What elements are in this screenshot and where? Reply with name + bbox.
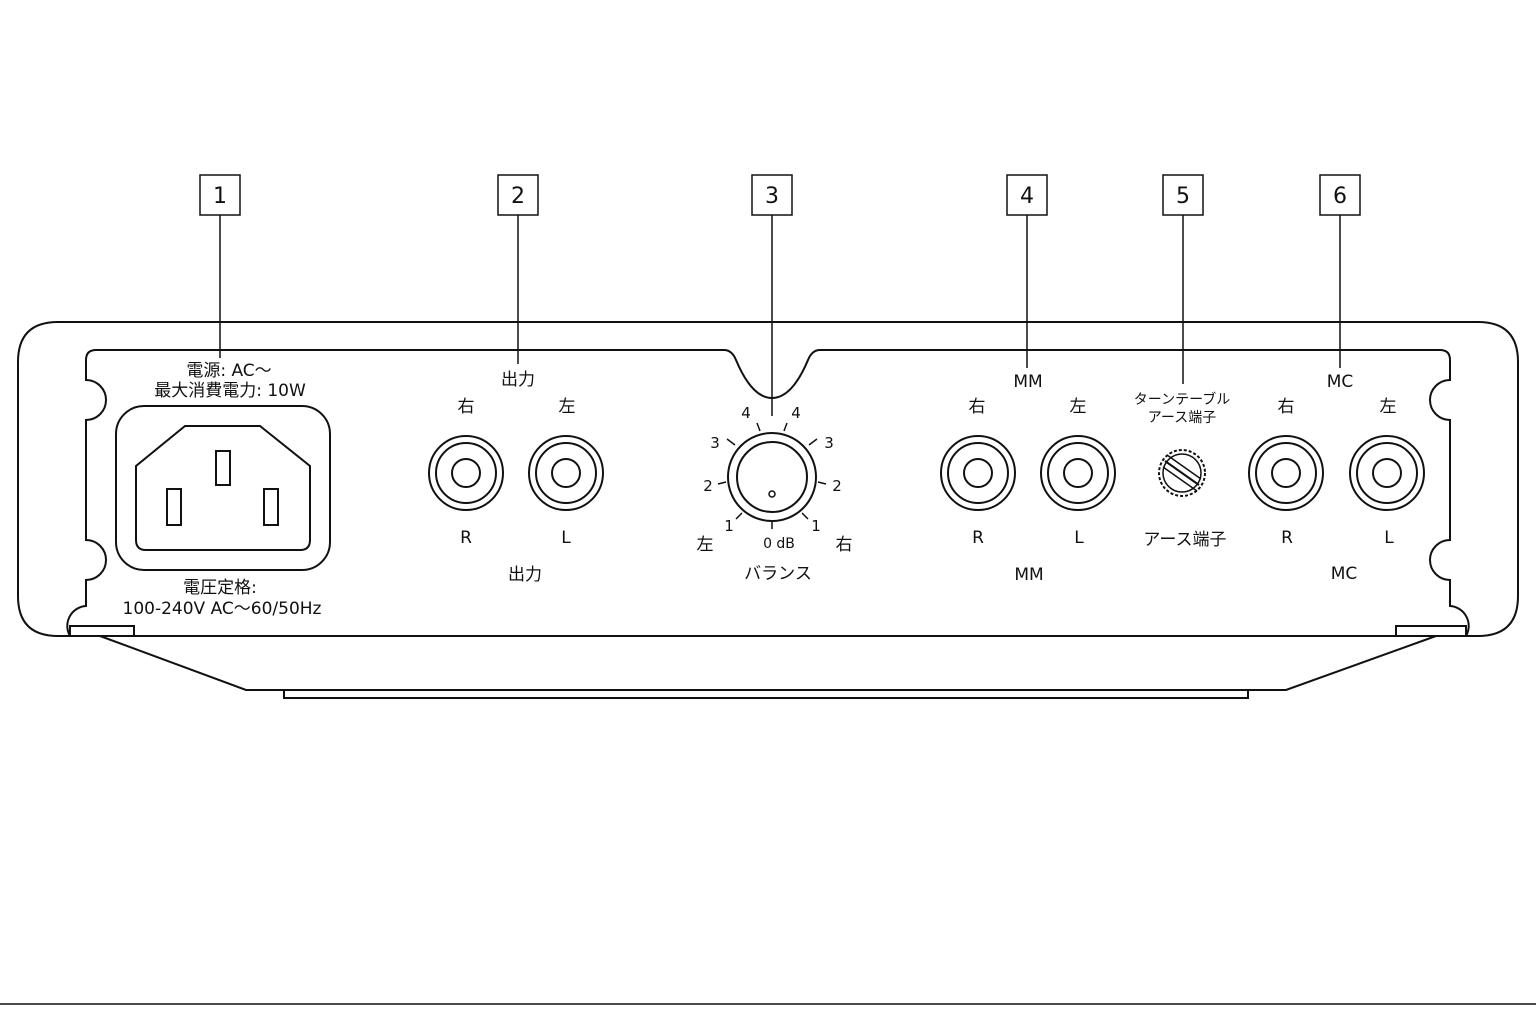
mc-title: MC [1327,372,1354,392]
base-strip [283,690,1249,699]
output-rca-right [428,435,504,511]
iec-pin-left [166,488,182,526]
callout-number: 1 [213,184,227,209]
output-l-label: L [561,528,571,548]
power-section: 電源: AC〜 最大消費電力: 10W 電圧定格: 100-240V AC〜60… [115,361,331,619]
power-label-line2: 最大消費電力: 10W [154,381,306,401]
balance-tick-right-4: 4 [791,404,801,422]
output-left-kanji: 左 [559,397,576,417]
voltage-label-line1: 電圧定格: [183,578,257,598]
base-plinth [99,635,1437,691]
callout-6: 6 [1319,174,1361,368]
balance-side-left: 左 [697,535,714,555]
mm-bottom-label: MM [1014,565,1043,585]
balance-tick-right-2: 2 [832,477,842,495]
callout-number: 5 [1176,184,1190,209]
output-section: 出力 右 左 R L 出力 [428,370,604,585]
mc-rca-right [1248,435,1324,511]
callout-number: 3 [765,184,779,209]
ground-bottom-label: アース端子 [1143,530,1226,550]
mc-l-label: L [1384,528,1394,548]
iec-pin-earth [215,450,231,486]
ground-screw-icon [1158,449,1206,497]
mm-rca-left [1040,435,1116,511]
output-right-kanji: 右 [458,397,475,417]
mm-l-label: L [1074,528,1084,548]
balance-knob [736,441,808,513]
right-foot [1395,625,1467,636]
balance-label: バランス [744,564,812,584]
mm-r-label: R [972,528,984,548]
mm-rca-right [940,435,1016,511]
callout-number: 6 [1333,184,1347,209]
output-bottom-label: 出力 [508,565,542,585]
mm-title: MM [1013,372,1042,392]
balance-tick-left-1: 1 [724,517,734,535]
mc-rca-left [1349,435,1425,511]
mc-bottom-label: MC [1331,564,1358,584]
balance-knob-indicator [768,490,776,498]
balance-center-label: 0 dB [763,536,795,552]
iec-inlet-inner [135,425,311,551]
callout-number: 4 [1020,184,1034,209]
balance-tick-left-4: 4 [741,404,751,422]
mm-right-kanji: 右 [969,397,986,417]
callout-1: 1 [199,174,241,358]
power-label-line1: 電源: AC〜 [186,361,271,381]
output-rca-left [528,435,604,511]
output-r-label: R [460,528,472,548]
mm-section: MM 右 左 R L MM [940,372,1116,585]
left-foot [69,625,135,636]
callout-2: 2 [497,174,539,364]
mm-left-kanji: 左 [1070,397,1087,417]
balance-tick-left-3: 3 [710,434,720,452]
callout-number: 2 [511,184,525,209]
balance-section: 4 3 2 1 4 3 2 1 0 dB 左 右 バランス [697,404,853,584]
mc-left-kanji: 左 [1380,397,1397,417]
ground-top-line1: ターンテーブル [1134,391,1230,408]
balance-tick-left-2: 2 [703,477,713,495]
balance-side-right: 右 [836,535,853,555]
ground-top-line2: アース端子 [1148,410,1216,426]
callout-3: 3 [751,174,793,416]
iec-inlet-outer [115,405,331,571]
balance-knob-ring [727,432,817,522]
iec-pin-right [263,488,279,526]
balance-tick-right-3: 3 [824,434,834,452]
voltage-label-line2: 100-240V AC〜60/50Hz [123,599,322,619]
callout-4: 4 [1006,174,1048,368]
mc-right-kanji: 右 [1278,397,1295,417]
balance-tick-right-1: 1 [811,517,821,535]
mc-r-label: R [1281,528,1293,548]
mc-section: MC 右 左 R L MC [1248,372,1425,584]
ground-section: ターンテーブル アース端子 アース端子 [1134,391,1230,550]
output-title: 出力 [501,370,535,390]
callout-5: 5 [1162,174,1204,384]
balance-tick-marks [717,422,827,529]
